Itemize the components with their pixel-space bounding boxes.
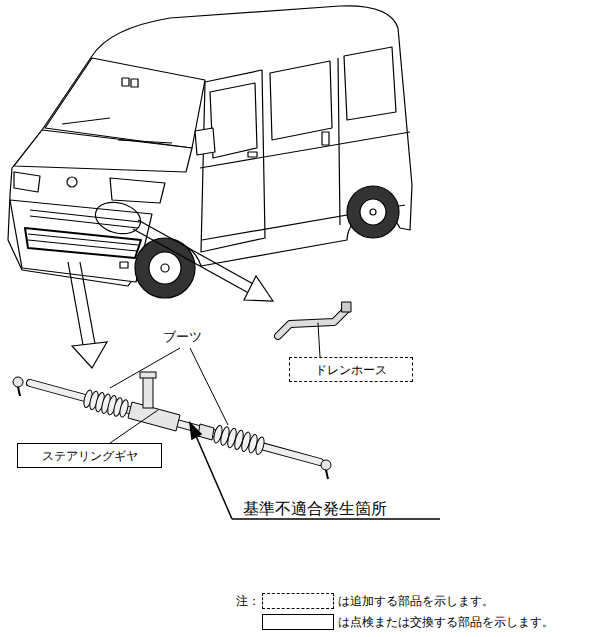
boot <box>212 425 265 456</box>
hub <box>360 199 386 225</box>
tire <box>347 186 399 238</box>
hood <box>14 130 192 172</box>
fault-location: 基準不適合発生箇所 <box>243 499 387 518</box>
hub-center <box>161 264 169 272</box>
rear-window <box>344 47 396 120</box>
tie-rod-end <box>18 387 20 396</box>
gear-housing <box>128 402 180 431</box>
door-handle <box>322 132 329 145</box>
drain-hose <box>278 302 351 357</box>
door-window <box>210 83 257 158</box>
arrow-shaft <box>68 262 83 345</box>
arrow-shaft <box>133 229 248 293</box>
lower-grille-slat <box>28 234 138 245</box>
legend-swatch <box>262 614 334 630</box>
character-line <box>200 132 410 168</box>
note-prefix: 注： <box>236 594 260 608</box>
door-handle <box>248 152 257 157</box>
lower-grille-slat <box>28 240 137 251</box>
grille-slot <box>30 216 138 228</box>
tie-rod-end <box>321 460 331 470</box>
headlight <box>14 172 40 192</box>
hub <box>149 252 181 284</box>
mirror <box>195 128 215 155</box>
front-door <box>201 70 265 252</box>
arrow-head <box>72 342 107 368</box>
leader-line <box>110 410 158 443</box>
grille-slot <box>30 210 140 222</box>
roof-sensor <box>131 79 138 87</box>
boot <box>82 389 129 418</box>
rack-fill <box>30 383 320 462</box>
part-name: ステアリングギヤ <box>42 449 138 463</box>
emblem <box>67 177 77 187</box>
wiper <box>62 118 110 124</box>
tie-rod-end <box>13 377 23 387</box>
arrow-shaft <box>196 436 232 519</box>
leader-line <box>190 348 228 425</box>
rack-outline <box>30 383 320 462</box>
leader-line <box>110 348 180 388</box>
steering-gear <box>13 372 331 479</box>
pinion <box>143 376 153 408</box>
van-body <box>8 6 412 286</box>
fog-lamp <box>120 262 128 268</box>
fault-arrow <box>190 423 440 519</box>
pointer-arrow <box>68 220 273 368</box>
arrow-head <box>244 276 273 301</box>
legend-swatch <box>262 593 334 609</box>
boot <box>118 399 129 418</box>
leader-line <box>110 348 228 443</box>
legend-text: は追加する部品を示します。 <box>338 594 494 608</box>
hose-bracket <box>342 302 351 312</box>
hub-center <box>370 209 376 215</box>
lower-grille <box>25 228 141 258</box>
part-name: ドレンホース <box>315 363 387 377</box>
slide-window <box>270 61 332 140</box>
roof-sensor <box>122 78 129 86</box>
tie-rod-end <box>13 377 331 479</box>
tie-rod-end <box>326 470 328 479</box>
arrow-shaft <box>80 262 95 344</box>
headlight <box>110 178 165 203</box>
callout-circle <box>92 198 144 239</box>
hose-fill <box>278 310 346 336</box>
arrow-head <box>190 423 201 439</box>
mount-bracket <box>198 424 214 440</box>
part-name: ブーツ <box>163 329 202 345</box>
wheel <box>135 186 399 298</box>
boot <box>254 436 265 455</box>
wiper <box>118 140 172 143</box>
inspected-part-box: ステアリングギヤ <box>17 443 162 468</box>
arrow-shaft <box>138 220 252 284</box>
pinion-cap <box>140 372 156 378</box>
door-line <box>338 58 340 225</box>
hose-outline <box>278 310 346 336</box>
added-part-box: ドレンホース <box>289 357 413 382</box>
legend-text: は点検または交換する部品を示します。 <box>338 615 554 629</box>
underline <box>232 518 440 520</box>
van <box>8 6 412 286</box>
leader-line <box>318 323 320 357</box>
